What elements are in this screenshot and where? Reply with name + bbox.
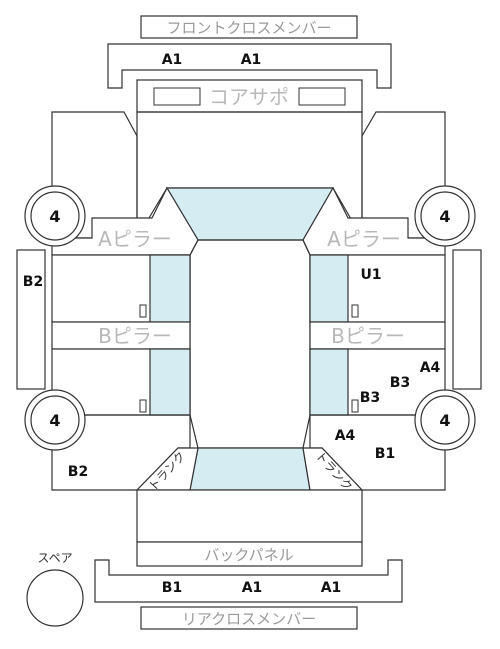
front-cross-member-label: フロントクロスメンバー: [166, 19, 331, 37]
b-pillar-left-label: Bピラー: [98, 324, 172, 348]
right-rear-door-glass: [309, 348, 349, 416]
rear-right-tire[interactable]: [420, 395, 470, 445]
grade-left-side-panel: B2: [23, 274, 43, 290]
left-rear-door-glass: [149, 348, 191, 416]
grade-rear-cross-mid: A1: [242, 580, 263, 596]
roof-panel[interactable]: [189, 239, 311, 449]
grade-right-rear-b3-lower: B3: [360, 390, 380, 406]
grade-right-front-door: U1: [360, 267, 381, 283]
right-front-door-glass: [309, 254, 349, 323]
back-panel[interactable]: [136, 541, 363, 567]
left-side-sill[interactable]: [16, 249, 46, 390]
grade-rear-cross-left: B1: [162, 580, 182, 596]
right-side-sill[interactable]: [452, 249, 482, 390]
rear-window[interactable]: [189, 447, 311, 491]
grade-left-rear-quarter: B2: [68, 464, 88, 480]
rear-right-tire-grade: 4: [439, 411, 450, 430]
b-pillar-right-label: Bピラー: [331, 324, 405, 348]
grade-right-rear-b1: B1: [375, 446, 395, 462]
grade-right-rear-a4-lower: A4: [335, 428, 356, 444]
rear-left-tire-grade: 4: [49, 411, 60, 430]
trunk-lid[interactable]: [136, 489, 363, 543]
left-front-door-handle: [139, 304, 147, 318]
grade-front-cross-right: A1: [241, 52, 262, 68]
rear-cross-member-box[interactable]: [140, 606, 358, 630]
grade-right-rear-a4-upper: A4: [420, 360, 441, 376]
rear-cross-member[interactable]: [94, 559, 403, 603]
right-rear-door-handle: [351, 399, 359, 413]
b-pillar-right[interactable]: [309, 321, 446, 350]
left-front-door-glass: [149, 254, 191, 323]
front-left-tire[interactable]: [30, 191, 80, 241]
a-pillar-right-label: Aピラー: [327, 227, 401, 251]
a-pillar-left-label: Aピラー: [98, 227, 172, 251]
grade-rear-cross-right: A1: [321, 580, 342, 596]
back-panel-label: バックパネル: [204, 546, 293, 564]
core-support-left-slot: [153, 87, 201, 106]
spare-tire[interactable]: [26, 569, 84, 627]
spare-label: スペア: [37, 551, 72, 565]
core-support-right-slot: [298, 87, 346, 106]
left-rear-door-handle: [139, 399, 147, 413]
front-cross-member[interactable]: [107, 43, 392, 89]
rear-left-tire[interactable]: [30, 395, 80, 445]
grade-right-rear-b3-upper: B3: [390, 375, 410, 391]
grade-front-cross-left: A1: [162, 52, 183, 68]
front-right-tire-grade: 4: [439, 207, 450, 226]
rear-cross-member-label: リアクロスメンバー: [182, 610, 316, 628]
right-front-door-handle: [351, 304, 359, 318]
front-left-tire-grade: 4: [49, 207, 60, 226]
b-pillar-left[interactable]: [51, 321, 191, 350]
front-right-tire[interactable]: [420, 191, 470, 241]
front-cross-member-box[interactable]: [140, 15, 358, 39]
core-support-label: コアサポ: [209, 85, 289, 109]
